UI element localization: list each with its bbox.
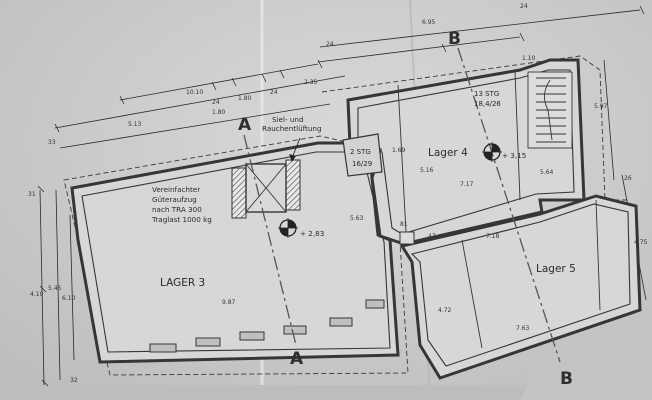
elevator-note-line: nach TRA 300 xyxy=(152,205,202,214)
section-mark-b-top: B xyxy=(448,29,461,49)
partition-line xyxy=(514,71,521,201)
dimension-line xyxy=(54,75,346,129)
leader-line xyxy=(291,137,301,159)
dimension-line xyxy=(603,59,615,181)
dimension-label: 2.35 xyxy=(304,79,318,86)
dimension-label: 5.45 xyxy=(48,285,62,292)
main-staircase xyxy=(527,71,573,149)
dimension-label: 24 xyxy=(212,99,220,106)
dimension-label: 4.72 xyxy=(438,307,452,314)
level-marker-icon xyxy=(278,218,298,238)
level-value-lager4: + 3,15 xyxy=(502,151,526,160)
dimension-label: 7.63 xyxy=(516,325,530,332)
dimension-label: 6.95 xyxy=(422,19,436,26)
dimension-label: 6.10 xyxy=(62,295,76,302)
section-line-a xyxy=(243,134,297,346)
dimension-label: 7.18 xyxy=(486,233,500,240)
partition-line xyxy=(461,239,483,349)
dimension-label: 33 xyxy=(48,139,56,146)
dimension-line xyxy=(319,9,641,48)
table-surface xyxy=(520,300,652,400)
dimension-label: 24 xyxy=(270,89,278,96)
level-marker-icon xyxy=(482,142,502,162)
room-label-lager4: Lager 4 xyxy=(428,147,468,159)
window-row xyxy=(149,299,385,353)
main-stair-note: 18,4/26 xyxy=(474,100,501,108)
dimension-line xyxy=(69,214,75,361)
small-stair-note: 16/29 xyxy=(352,160,372,168)
main-stair-note: 13 STG xyxy=(474,90,499,98)
dimension-label: 24 xyxy=(520,3,528,10)
dimension-line xyxy=(119,63,319,101)
dimension-label: 81 xyxy=(400,221,408,228)
elevator-note-line: Vereinfachter xyxy=(152,185,200,194)
dashed-outline xyxy=(321,55,630,201)
room-label-lager5: Lager 5 xyxy=(536,263,576,275)
level-value-lager3: + 2,83 xyxy=(300,229,324,238)
dimension-label: 31 xyxy=(28,191,36,198)
ventilation-note-line: Rauchentlüftung xyxy=(262,124,322,133)
partition-line xyxy=(595,199,601,311)
dimension-label: 1.80 xyxy=(238,95,252,102)
dimension-label: 7.17 xyxy=(460,181,474,188)
elevator-note-line: Güteraufzug xyxy=(152,195,197,204)
section-mark-b-bottom: B xyxy=(560,369,573,389)
dimension-label: 5.13 xyxy=(128,121,142,128)
elevator-note-line: Traglast 1000 kg xyxy=(151,215,212,224)
dimension-label: 32 xyxy=(70,377,78,384)
dimension-line xyxy=(317,36,521,63)
room-label-lager3: LAGER 3 xyxy=(160,277,205,289)
section-mark-a-top: A xyxy=(238,115,252,135)
elevator-shaft xyxy=(231,159,301,219)
dimension-label: 24 xyxy=(326,41,334,48)
dimension-label: 1.69 xyxy=(392,147,406,154)
lager3-inner-wall xyxy=(81,151,391,353)
dashed-outline xyxy=(63,135,409,376)
section-mark-a-bottom: A xyxy=(290,349,304,369)
partition-line xyxy=(397,84,407,233)
dimension-label: 5.97 xyxy=(594,103,608,110)
dimension-line xyxy=(55,189,61,381)
dimension-line xyxy=(59,103,331,149)
table-surface xyxy=(0,385,652,400)
small-stair-box xyxy=(342,133,383,177)
arrow-icon xyxy=(289,154,296,162)
dimension-label: 5.16 xyxy=(420,167,434,174)
small-stair-note: 2 STG xyxy=(350,148,371,156)
dimension-label: 5.63 xyxy=(350,215,364,222)
dimension-label: 26 xyxy=(624,175,632,182)
dimension-label: 9.87 xyxy=(222,299,236,306)
dimension-label: 1.80 xyxy=(212,109,226,116)
dimension-label: 4.10 xyxy=(30,291,44,298)
dimension-label: 47 xyxy=(428,233,436,240)
lager5-inner-wall xyxy=(410,203,631,367)
section-line-b xyxy=(457,47,561,363)
dimension-label: 4.75 xyxy=(634,239,648,246)
dimension-label: 10.10 xyxy=(186,89,203,96)
ventilation-note-line: Siel- und xyxy=(272,115,304,124)
dimension-label: 5.64 xyxy=(540,169,554,176)
dimension-ticks xyxy=(37,5,645,387)
wall-niche xyxy=(399,231,415,245)
dimension-label: 1.10 xyxy=(522,55,536,62)
